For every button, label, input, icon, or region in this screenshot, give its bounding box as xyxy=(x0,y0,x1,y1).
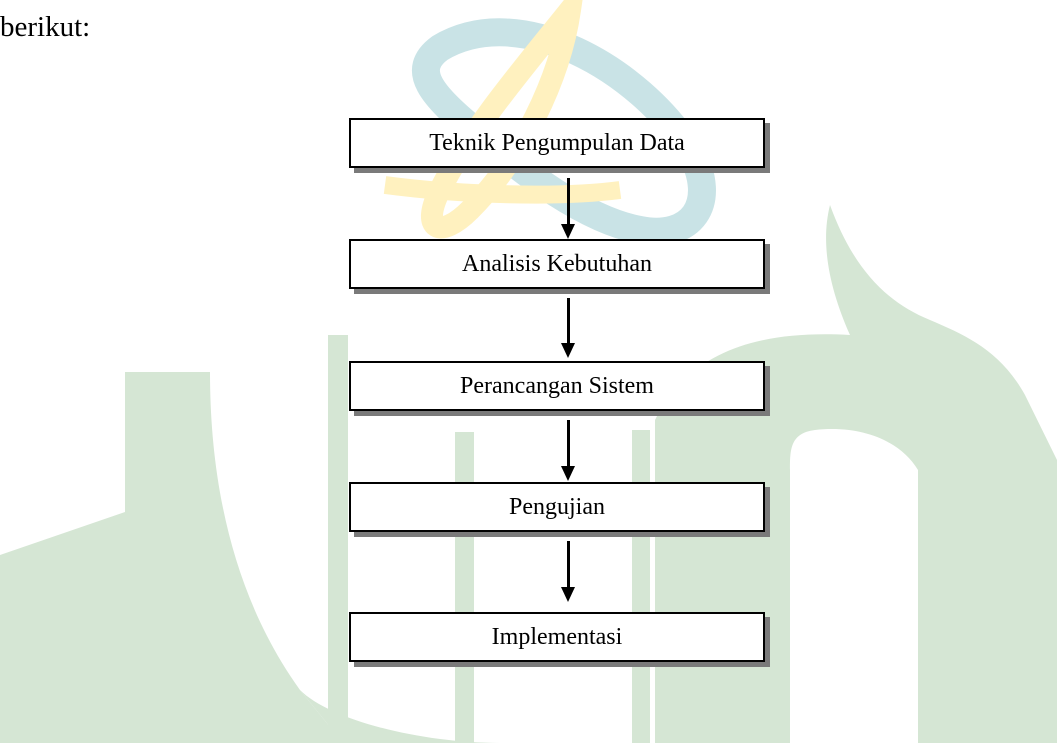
watermark-stem-left xyxy=(328,335,348,743)
arrow-2-head xyxy=(561,343,575,358)
arrow-2-line xyxy=(567,298,570,343)
watermark-letter-u xyxy=(0,280,343,743)
arrow-1-head xyxy=(561,224,575,239)
intro-text: berikut: xyxy=(0,11,91,43)
arrow-3-line xyxy=(567,420,570,466)
watermark-stem-mid2 xyxy=(632,430,650,743)
step-pengujian: Pengujian xyxy=(349,482,765,532)
step-implementasi: Implementasi xyxy=(349,612,765,662)
arrow-4-head xyxy=(561,587,575,602)
step-perancangan-sistem: Perancangan Sistem xyxy=(349,361,765,411)
arrow-1-line xyxy=(567,178,570,224)
watermark-letter-u-right xyxy=(300,690,500,743)
step-analisis-kebutuhan: Analisis Kebutuhan xyxy=(349,239,765,289)
arrow-3-head xyxy=(561,466,575,481)
watermark-orbit-yellow-2 xyxy=(383,176,622,204)
watermark-stem-mid xyxy=(455,432,474,743)
arrow-4-line xyxy=(567,541,570,587)
step-teknik-pengumpulan-data: Teknik Pengumpulan Data xyxy=(349,118,765,168)
